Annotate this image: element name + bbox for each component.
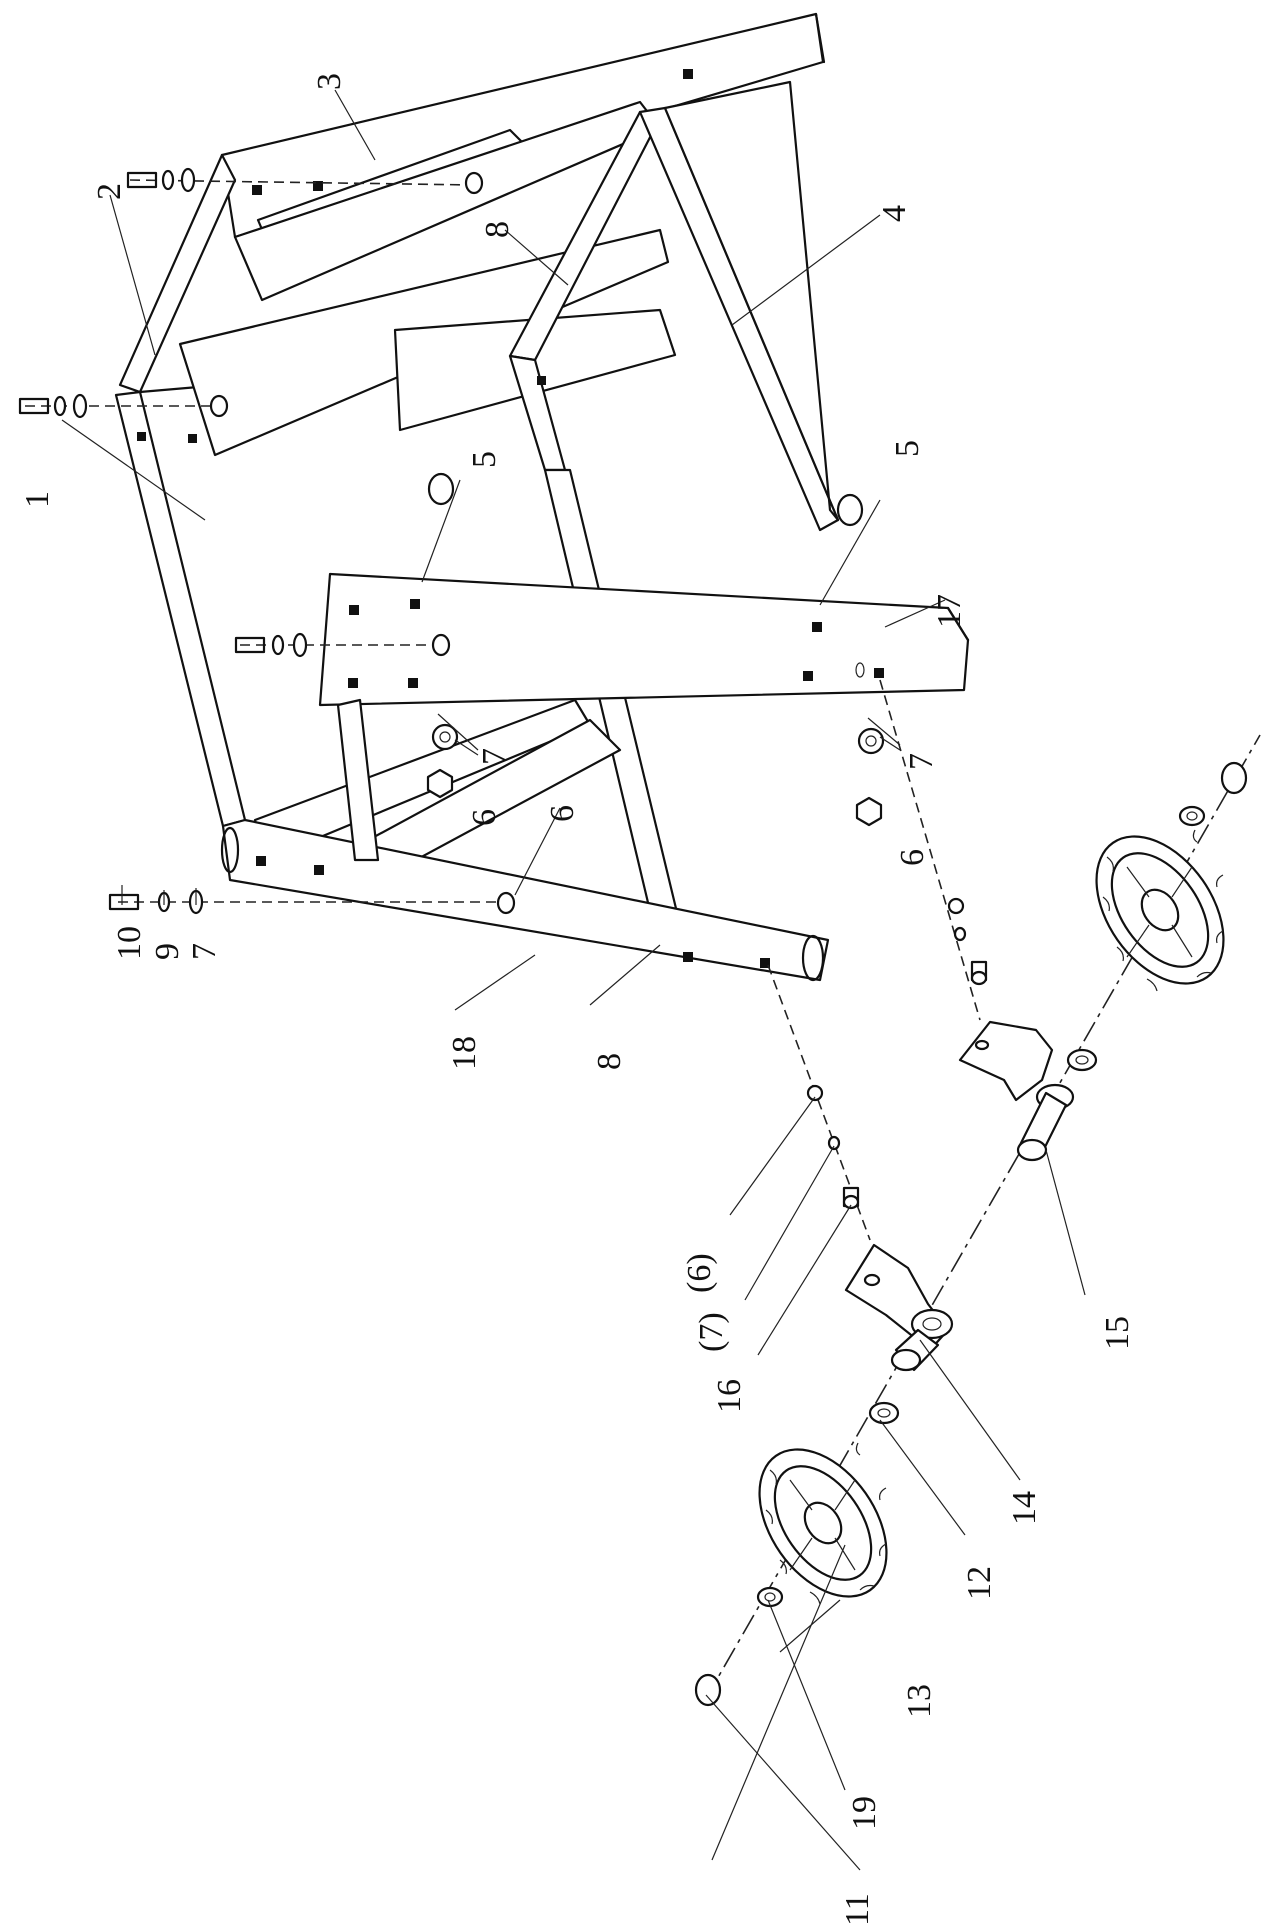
label-6a: 6 [466,809,503,826]
fasteners [18,167,988,1241]
label-19: 19 [846,1796,883,1830]
part-19-nut-right [1178,805,1206,827]
label-15: 15 [1099,1316,1136,1350]
label-3: 3 [311,73,348,90]
label-1: 1 [19,491,56,508]
labels: 1 2 3 4 5 5 6 6 6 7 7 7 8 8 9 10 11 12 1… [19,73,1136,1926]
part-15-bracket [958,1020,1054,1102]
label-4: 4 [876,205,913,222]
label-10: 10 [111,926,148,960]
label-6b: 6 [894,849,931,866]
label-6c: 6 [544,805,581,822]
part-11-cap-right [1220,761,1248,795]
label-5a: 5 [466,451,503,468]
label-7b: 7 [476,748,513,765]
label-13: 13 [901,1684,938,1718]
part-13-wheel-left [758,1442,888,1605]
part-18-front-post [221,818,830,982]
part-11-cap-left [694,1673,722,1707]
label-6-paren: (6) [681,1253,718,1293]
label-7c: 7 [903,753,940,770]
label-7-paren: (7) [693,1312,730,1352]
vertical-post [336,698,380,862]
label-9: 9 [149,943,186,960]
label-17: 17 [931,594,968,628]
label-18: 18 [446,1036,483,1070]
label-14: 14 [1006,1491,1043,1525]
leader-lines [61,89,1086,1871]
part-19-nut-left [756,1586,784,1608]
part-5-cap-left [427,472,455,506]
label-16: 16 [711,1379,748,1413]
part-1-side-rail [114,390,247,828]
label-8a: 8 [479,221,516,238]
part-12-washer-left [868,1401,900,1425]
label-8b: 8 [591,1053,628,1070]
part-13-wheel-right [1095,829,1225,992]
label-2: 2 [91,183,128,200]
part-4-base-rail-face [663,80,840,522]
frame [114,12,970,982]
label-12: 12 [961,1566,998,1600]
label-7a: 7 [186,943,223,960]
label-5b: 5 [889,440,926,457]
part-8-brace-bottom [543,468,682,934]
part-5-cap-right [836,493,864,527]
part-12-washer-right [1066,1048,1098,1072]
label-11: 11 [839,1893,876,1926]
caster-assembly [694,734,1261,1707]
